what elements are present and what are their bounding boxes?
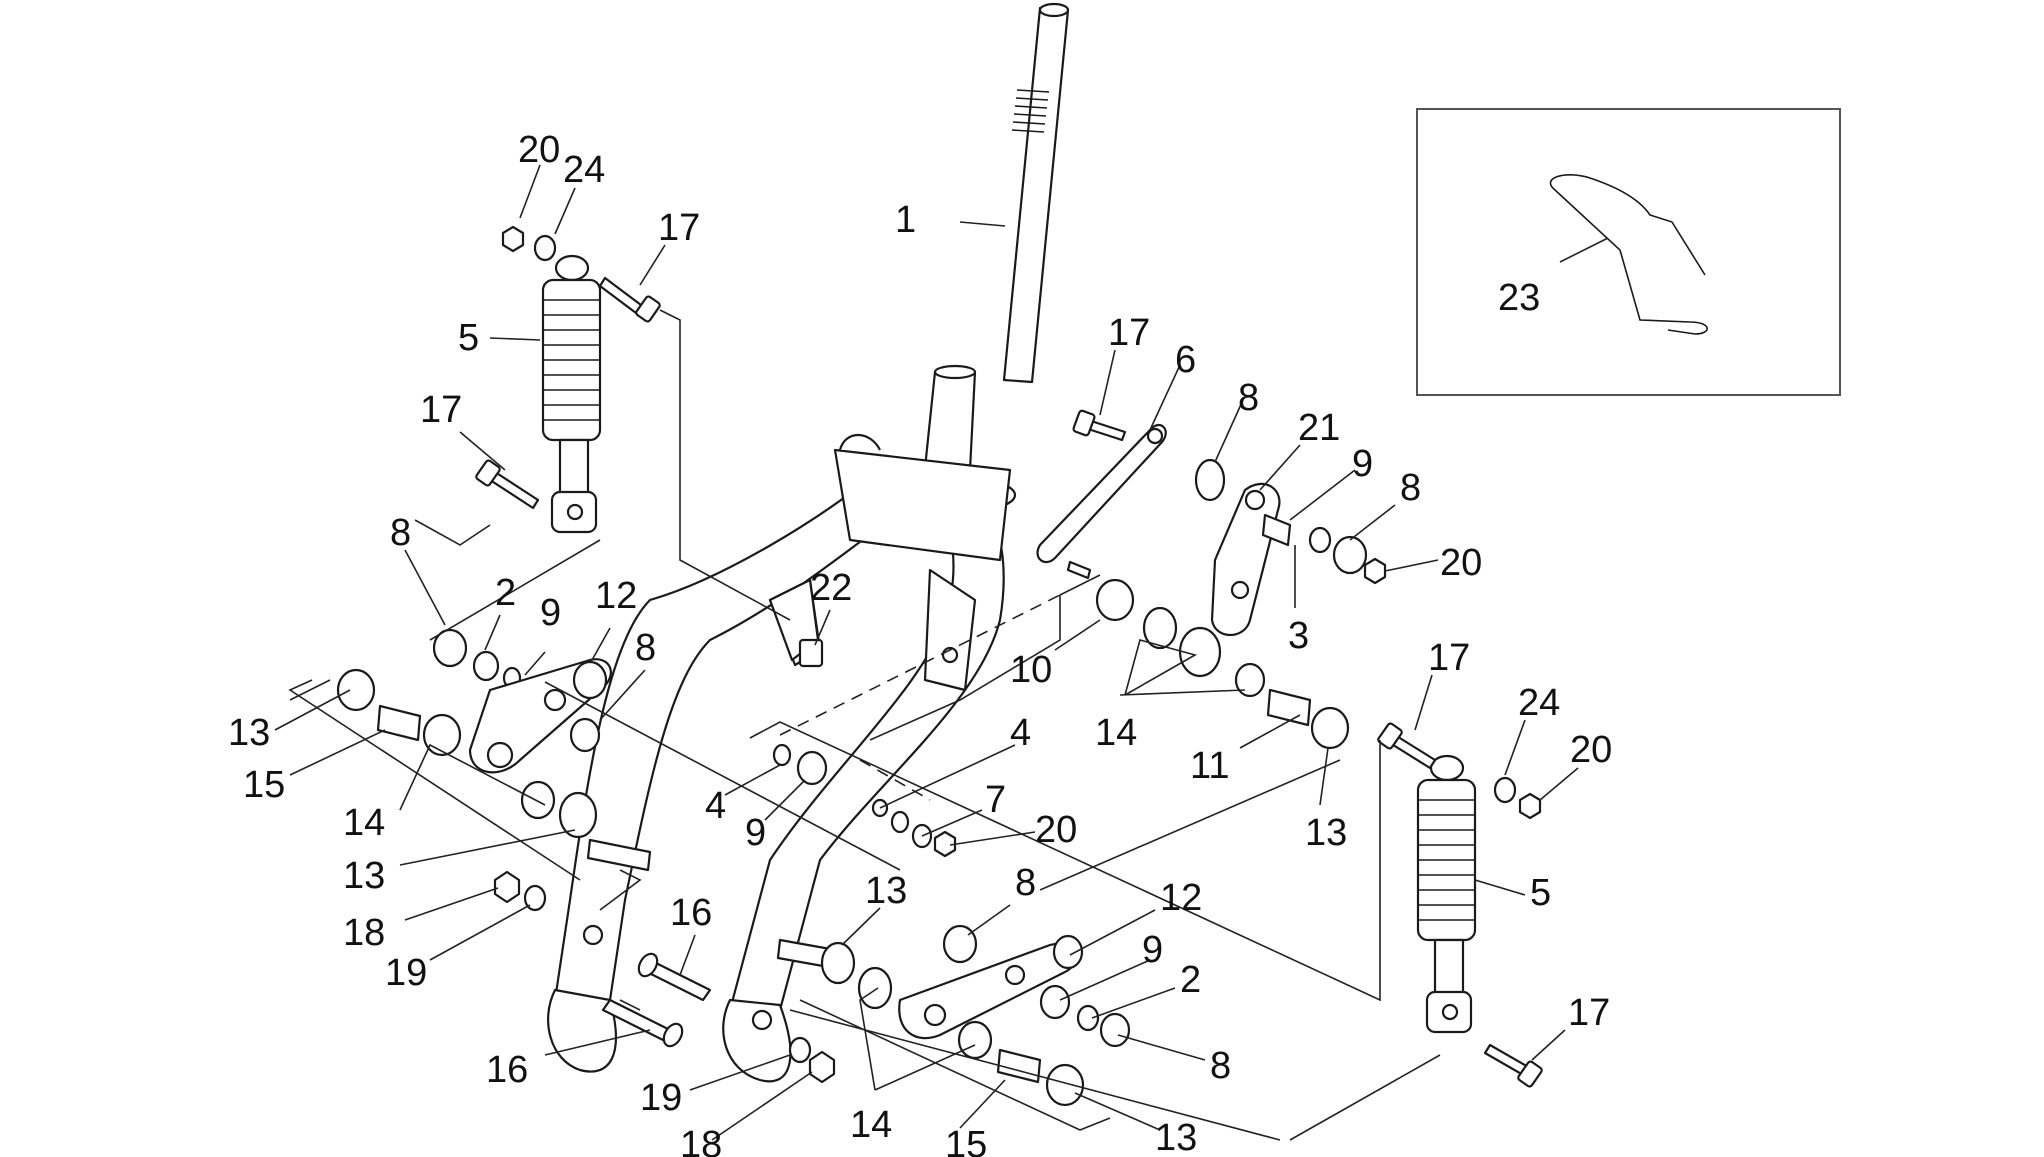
bolt-17-right-mid xyxy=(1377,722,1437,770)
assembly-lines xyxy=(288,309,1441,1141)
label-21: 21 xyxy=(1298,407,1340,449)
label-12: 12 xyxy=(1160,877,1202,919)
fork-body xyxy=(547,434,1012,1083)
label-19: 19 xyxy=(640,1077,682,1119)
label-5: 5 xyxy=(1530,872,1551,914)
label-23: 23 xyxy=(1498,277,1540,319)
bolt-16-lower xyxy=(601,998,684,1048)
label-6: 6 xyxy=(1175,339,1196,381)
label-20: 20 xyxy=(1440,542,1482,584)
label-1: 1 xyxy=(895,199,916,241)
label-14: 14 xyxy=(1095,712,1137,754)
bolt-17-left-mid xyxy=(475,459,540,510)
bolts xyxy=(475,276,1543,1088)
label-14: 14 xyxy=(343,802,385,844)
bolt-17-right-top xyxy=(1072,409,1127,442)
washer-24-top-left xyxy=(533,234,557,262)
label-4: 4 xyxy=(1010,712,1031,754)
label-13: 13 xyxy=(343,855,385,897)
label-16: 16 xyxy=(670,892,712,934)
label-12: 12 xyxy=(595,575,637,617)
lower-rocker-assembly xyxy=(788,924,1131,1107)
label-8: 8 xyxy=(1210,1045,1231,1087)
bolt-17-right-low xyxy=(1483,1043,1543,1088)
label-9: 9 xyxy=(1352,443,1373,485)
label-20: 20 xyxy=(1570,729,1612,771)
label-9: 9 xyxy=(745,812,766,854)
label-17: 17 xyxy=(1108,312,1150,354)
left-rocker-assembly xyxy=(336,628,612,912)
right-linkage-assembly xyxy=(1036,424,1542,820)
label-17: 17 xyxy=(1428,637,1470,679)
label-13: 13 xyxy=(1155,1117,1197,1157)
label-18: 18 xyxy=(343,912,385,954)
label-13: 13 xyxy=(865,870,907,912)
right-shock-absorber xyxy=(1416,754,1477,1034)
label-16: 16 xyxy=(486,1049,528,1091)
label-2: 2 xyxy=(1180,959,1201,1001)
left-shock-absorber xyxy=(541,254,602,534)
label-11: 11 xyxy=(1190,745,1229,787)
label-13: 13 xyxy=(228,712,270,754)
label-15: 15 xyxy=(945,1124,987,1157)
label-8: 8 xyxy=(1238,377,1259,419)
label-17: 17 xyxy=(420,389,462,431)
label-8: 8 xyxy=(390,512,411,554)
label-17: 17 xyxy=(1568,992,1610,1034)
label-24: 24 xyxy=(1518,682,1560,724)
label-18: 18 xyxy=(680,1124,722,1157)
label-19: 19 xyxy=(385,952,427,994)
label-3: 3 xyxy=(1288,615,1309,657)
label-10: 10 xyxy=(1010,649,1052,691)
label-8: 8 xyxy=(635,627,656,669)
wire-clip-23 xyxy=(1549,174,1708,335)
label-15: 15 xyxy=(243,764,285,806)
label-22: 22 xyxy=(810,567,852,609)
label-2: 2 xyxy=(495,572,516,614)
steering-tube xyxy=(893,2,1070,515)
inset-box xyxy=(1416,108,1841,396)
label-20: 20 xyxy=(518,129,560,171)
label-17: 17 xyxy=(658,207,700,249)
label-8: 8 xyxy=(1400,467,1421,509)
label-4: 4 xyxy=(705,785,726,827)
label-5: 5 xyxy=(458,317,479,359)
label-24: 24 xyxy=(563,149,605,191)
leader-lines xyxy=(274,164,1609,1141)
nut-20-top-left xyxy=(501,225,525,253)
label-13: 13 xyxy=(1305,812,1347,854)
label-7: 7 xyxy=(985,779,1006,821)
label-9: 9 xyxy=(1142,929,1163,971)
bolt-16-upper xyxy=(637,952,712,1002)
label-14: 14 xyxy=(850,1104,892,1146)
bolt-17-left-top xyxy=(598,276,661,323)
label-8: 8 xyxy=(1015,862,1036,904)
label-9: 9 xyxy=(540,592,561,634)
top-left-hardware xyxy=(501,225,557,262)
callout-labels: 1 20 24 17 5 17 8 2 9 12 8 13 15 14 13 1… xyxy=(228,129,1612,1157)
label-20: 20 xyxy=(1035,809,1077,851)
